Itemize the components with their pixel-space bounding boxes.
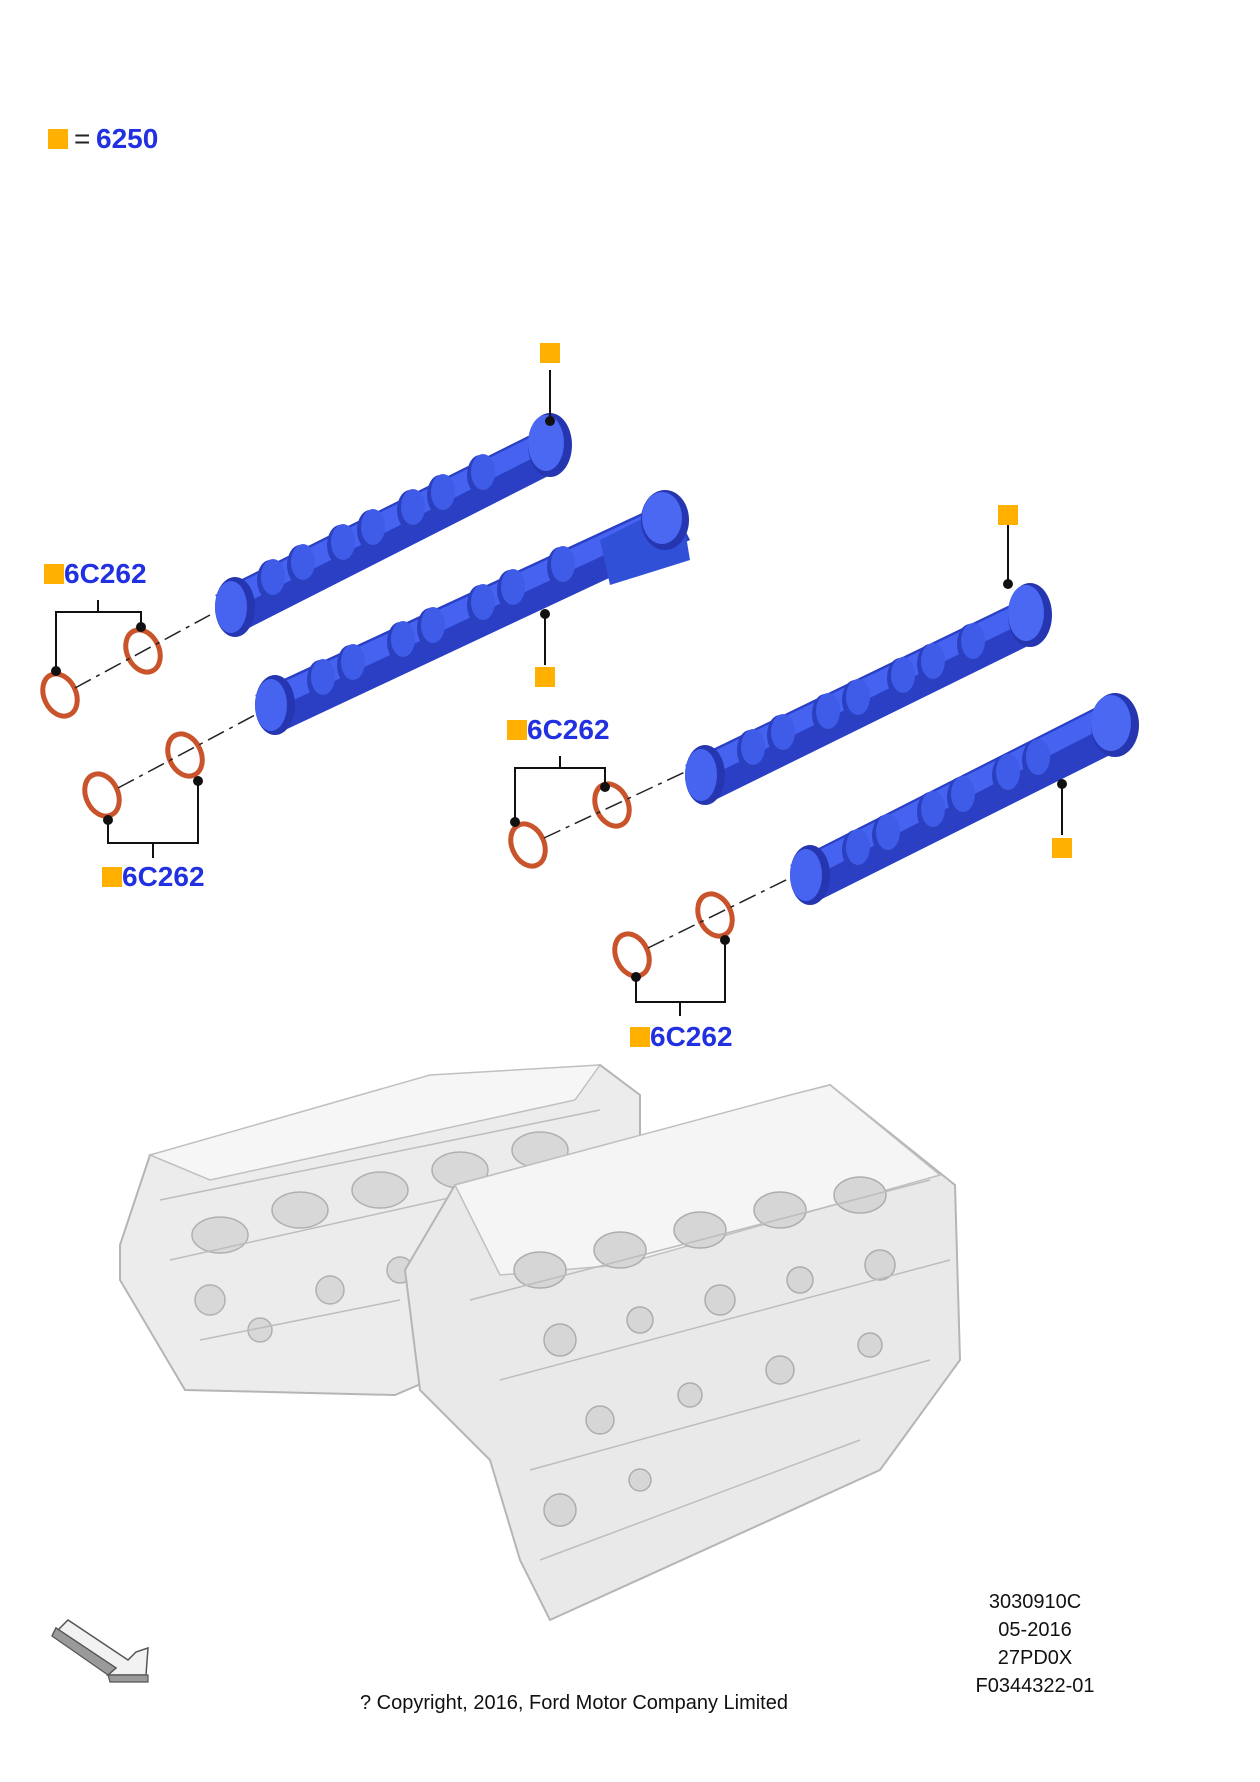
seal-callout-4-label: 6C262 <box>650 1021 733 1052</box>
cylinder-head-left <box>119 1063 641 1397</box>
legend-marker-icon <box>48 129 68 149</box>
illustration-date: 05-2016 <box>998 1619 1072 1641</box>
seal-callout-4-marker-icon <box>630 1027 650 1047</box>
cylinder-head-right <box>403 1083 962 1622</box>
camshaft-1-marker-icon <box>540 343 560 363</box>
illustration-code: 27PD0X <box>997 1647 1073 1669</box>
copyright-notice: ? Copyright, 2016, Ford Motor Company Li… <box>360 1692 788 1714</box>
seal-callout-2-label: 6C262 <box>122 861 205 892</box>
seal-callout-3-marker-icon <box>507 720 527 740</box>
camshaft-2 <box>255 490 690 735</box>
legend-equals: = <box>74 123 91 154</box>
leader-dots <box>51 416 1067 982</box>
assembly-lines <box>74 614 791 949</box>
leader-lines <box>55 370 1063 1016</box>
camshaft-3 <box>685 583 1052 805</box>
camshaft-2-marker-icon <box>535 667 555 687</box>
figure-id: F0344322-01 <box>975 1675 1095 1697</box>
camshaft-3-marker-icon <box>998 505 1018 525</box>
camshaft-4-marker-icon <box>1052 838 1072 858</box>
seal-callout-3-label: 6C262 <box>527 714 610 745</box>
legend-part-number: 6250 <box>96 123 159 154</box>
seal-callout-1-marker-icon <box>44 564 64 584</box>
seal-callout-2-marker-icon <box>102 867 122 887</box>
camshaft-4 <box>790 693 1139 905</box>
direction-arrow-icon <box>51 1619 149 1683</box>
illustration-id: 3030910C <box>988 1591 1082 1613</box>
camshaft-1 <box>215 413 572 637</box>
seal-callout-1-label: 6C262 <box>64 558 147 589</box>
